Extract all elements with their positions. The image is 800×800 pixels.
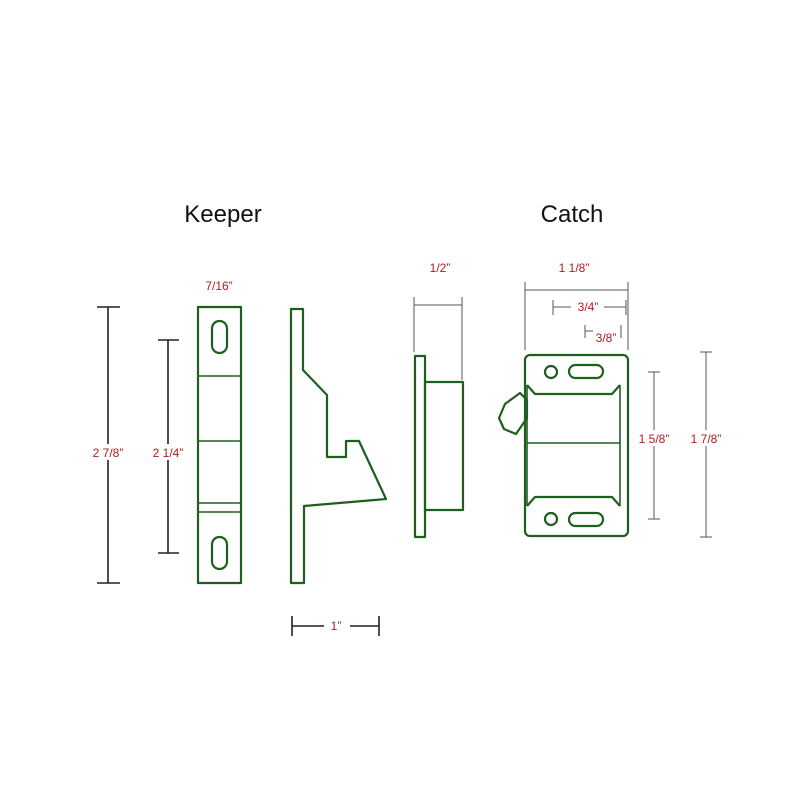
catch-bottom-hole	[543, 511, 559, 527]
keeper-depth-label: 1”	[331, 619, 342, 633]
catch-total-height-label: 1 7/8”	[691, 432, 722, 446]
keeper-total-height-dimension: 2 7/8”	[84, 306, 132, 584]
catch-side-depth-dimension: 1/2”	[413, 261, 463, 380]
catch-body-height-dimension: 1 5/8”	[630, 371, 678, 520]
catch-total-height-dimension: 1 7/8”	[682, 351, 730, 538]
catch-bottom-slot	[567, 511, 605, 528]
catch-offset-a-label: 3/4”	[578, 300, 599, 314]
keeper-bottom-slot	[210, 535, 229, 571]
catch-top-slot	[567, 363, 605, 380]
keeper-slot-span-label: 2 1/4”	[153, 446, 184, 460]
catch-front-view	[497, 353, 630, 538]
catch-body-height-label: 1 5/8”	[639, 432, 670, 446]
keeper-slot-span-dimension: 2 1/4”	[145, 339, 191, 554]
keeper-depth-dimension: 1”	[291, 616, 380, 636]
catch-total-width-label: 1 1/8”	[559, 261, 590, 275]
catch-total-width-dimension: 1 1/8”	[524, 261, 629, 350]
keeper-total-height-label: 2 7/8”	[93, 446, 124, 460]
catch-offset-a-dimension: 3/4”	[552, 300, 627, 315]
keeper-front-view	[196, 305, 243, 585]
keeper-side-view	[289, 307, 388, 585]
catch-offset-b-dimension: 3/8”	[584, 325, 622, 345]
catch-offset-b-label: 3/8”	[596, 331, 617, 345]
catch-side-depth-label: 1/2”	[430, 261, 451, 275]
catch-side-view	[413, 354, 465, 539]
keeper-title: Keeper	[184, 201, 261, 228]
keeper-width-label: 7/16”	[205, 279, 232, 293]
catch-top-hole	[543, 364, 559, 380]
catch-title: Catch	[541, 201, 604, 228]
keeper-top-slot	[210, 319, 229, 355]
